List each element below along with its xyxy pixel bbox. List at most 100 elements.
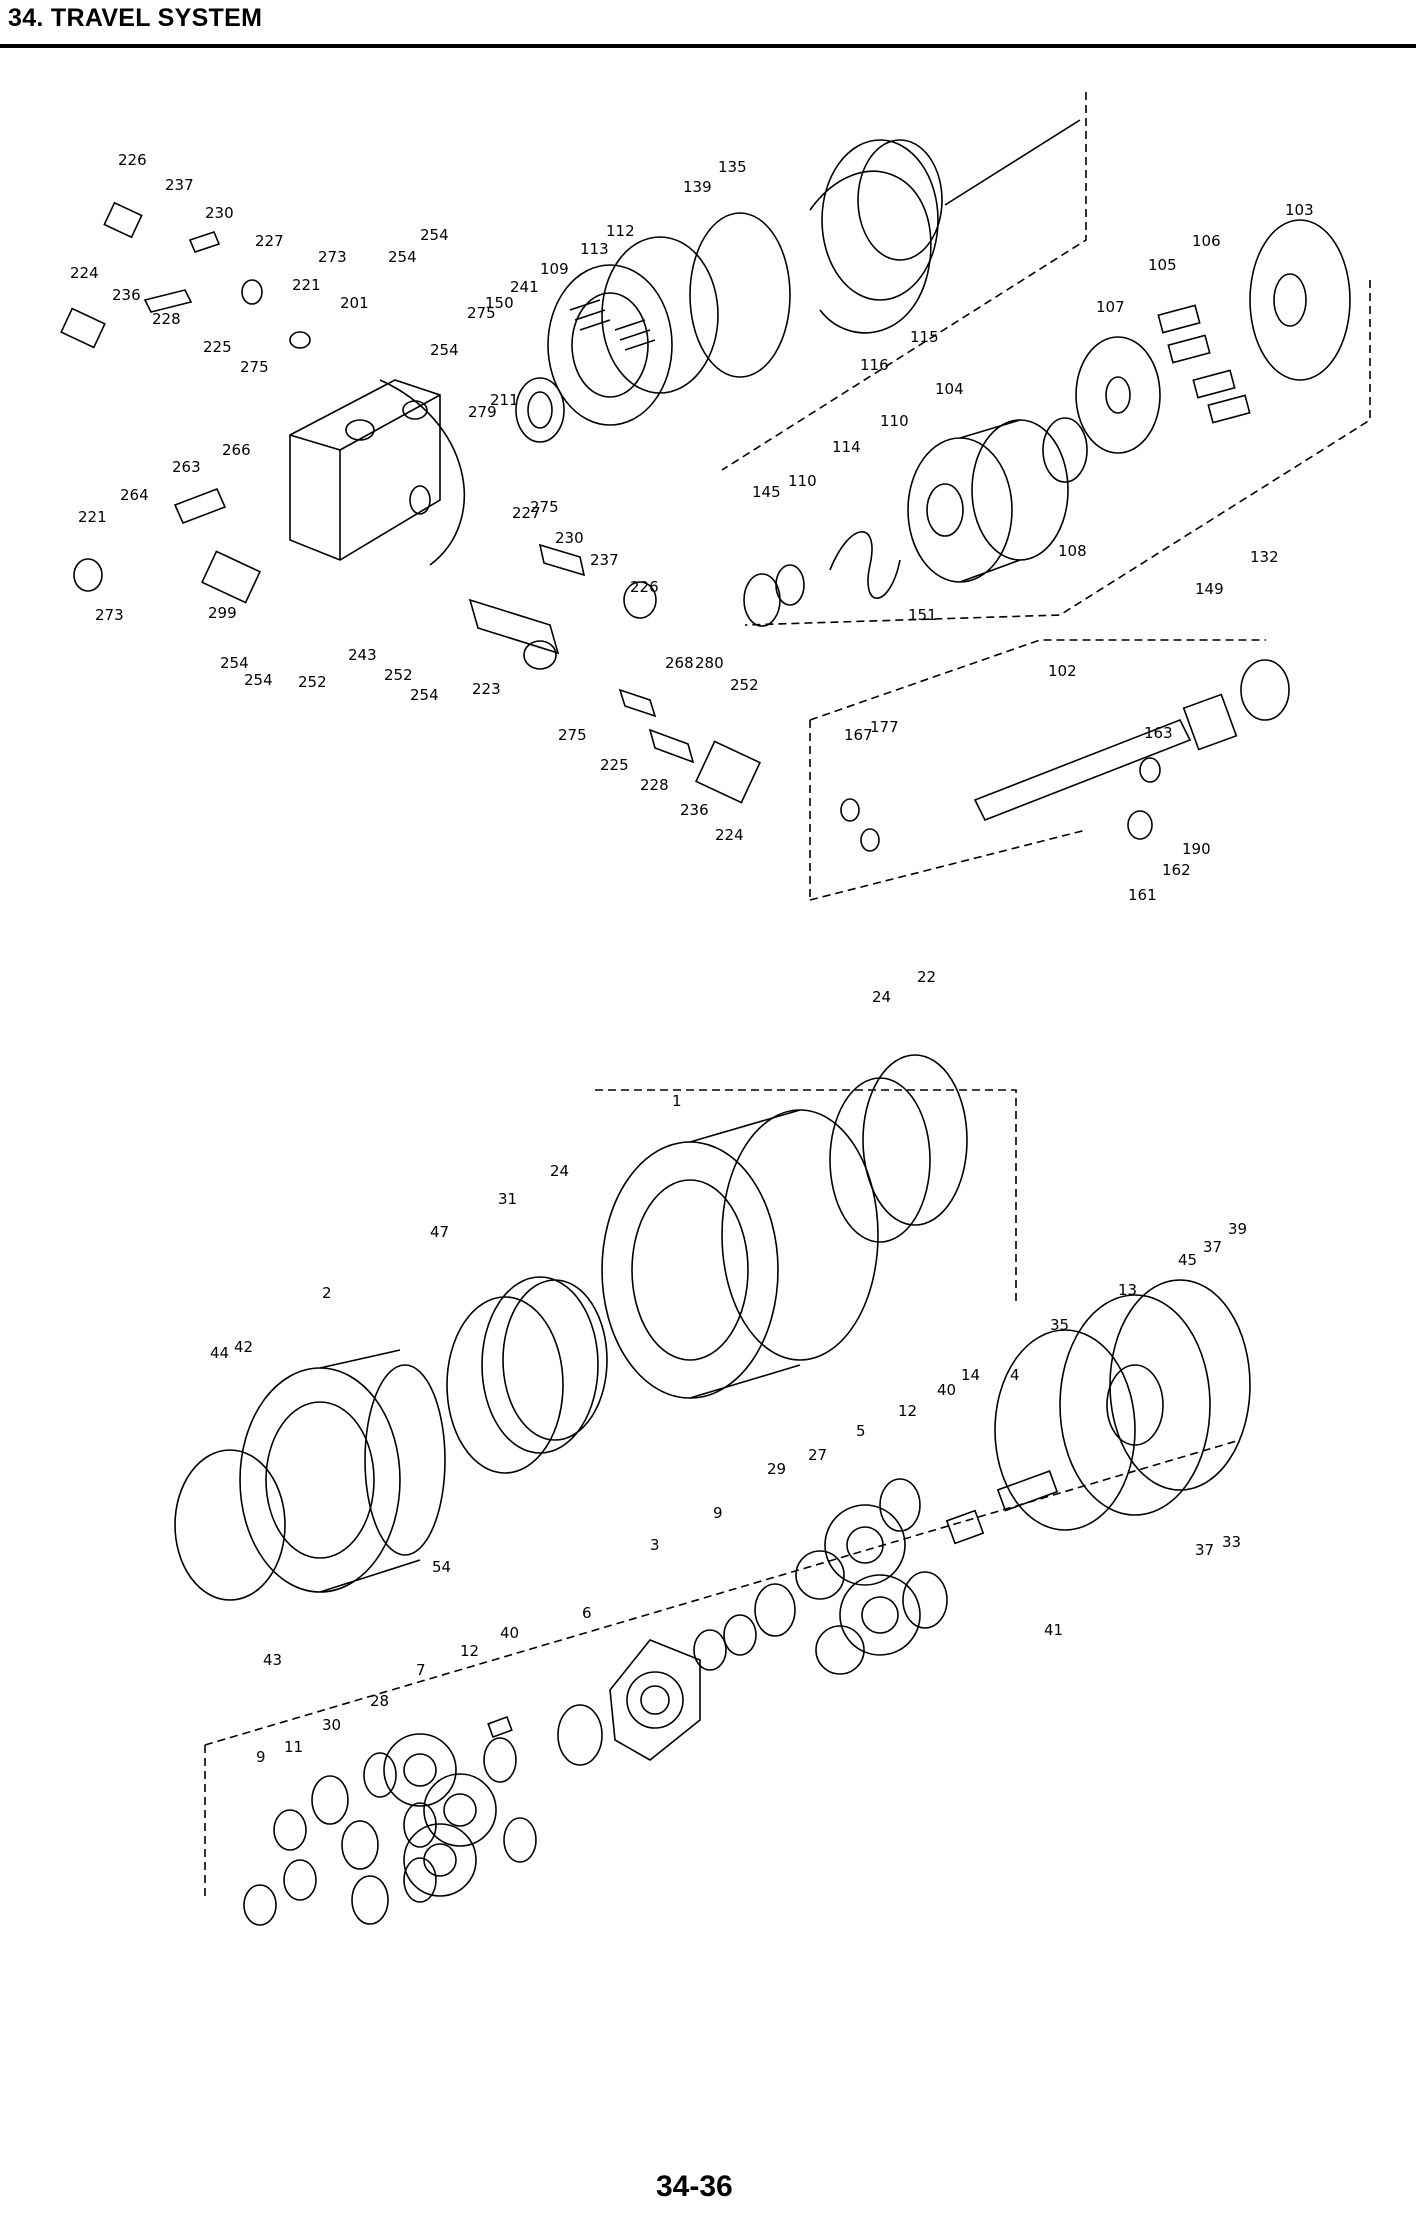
part-callout-33: 33 (1222, 1533, 1241, 1551)
part-callout-254: 254 (430, 341, 459, 359)
part-callout-241: 241 (510, 278, 539, 296)
part-callout-275: 275 (240, 358, 269, 376)
part-callout-237: 237 (590, 551, 619, 569)
part-callout-47: 47 (430, 1223, 449, 1241)
part-callout-264: 264 (120, 486, 149, 504)
part-callout-266: 266 (222, 441, 251, 459)
part-callout-109: 109 (540, 260, 569, 278)
part-callout-39: 39 (1228, 1220, 1247, 1238)
part-callout-145: 145 (752, 483, 781, 501)
part-callout-37: 37 (1203, 1238, 1222, 1256)
part-callout-273: 273 (95, 606, 124, 624)
part-callout-201: 201 (340, 294, 369, 312)
part-callout-230: 230 (555, 529, 584, 547)
part-callout-110: 110 (880, 412, 909, 430)
part-callout-132: 132 (1250, 548, 1279, 566)
part-callout-113: 113 (580, 240, 609, 258)
part-callout-150: 150 (485, 294, 514, 312)
part-callout-177: 177 (870, 718, 899, 736)
part-callout-27: 27 (808, 1446, 827, 1464)
part-callout-252: 252 (384, 666, 413, 684)
part-callout-105: 105 (1148, 256, 1177, 274)
page-number: 34-36 (656, 2170, 733, 2203)
part-callout-167: 167 (844, 726, 873, 744)
part-callout-226: 226 (118, 151, 147, 169)
part-callout-190: 190 (1182, 840, 1211, 858)
part-callout-24: 24 (550, 1162, 569, 1180)
part-callout-254: 254 (420, 226, 449, 244)
part-callout-230: 230 (205, 204, 234, 222)
part-callout-40: 40 (500, 1624, 519, 1642)
part-callout-31: 31 (498, 1190, 517, 1208)
part-callout-37: 37 (1195, 1541, 1214, 1559)
part-callout-236: 236 (680, 801, 709, 819)
part-callout-11: 11 (284, 1738, 303, 1756)
part-callout-279: 279 (468, 403, 497, 421)
part-callout-275: 275 (530, 498, 559, 516)
part-callout-263: 263 (172, 458, 201, 476)
part-callout-14: 14 (961, 1366, 980, 1384)
part-callout-29: 29 (767, 1460, 786, 1478)
part-callout-108: 108 (1058, 542, 1087, 560)
part-callout-221: 221 (292, 276, 321, 294)
part-callout-115: 115 (910, 328, 939, 346)
part-callout-116: 116 (860, 356, 889, 374)
part-callout-252: 252 (730, 676, 759, 694)
part-callout-275: 275 (558, 726, 587, 744)
part-callout-42: 42 (234, 1338, 253, 1356)
part-callout-110: 110 (788, 472, 817, 490)
part-callout-226: 226 (630, 578, 659, 596)
part-callout-6: 6 (582, 1604, 592, 1622)
part-callout-30: 30 (322, 1716, 341, 1734)
part-callout-211: 211 (490, 391, 519, 409)
part-callout-28: 28 (370, 1692, 389, 1710)
part-callout-3: 3 (650, 1536, 660, 1554)
part-callout-41: 41 (1044, 1621, 1063, 1639)
part-callout-13: 13 (1118, 1281, 1137, 1299)
part-callout-7: 7 (416, 1661, 426, 1679)
part-callout-102: 102 (1048, 662, 1077, 680)
part-callout-280: 280 (695, 654, 724, 672)
part-callout-45: 45 (1178, 1251, 1197, 1269)
part-callout-40: 40 (937, 1381, 956, 1399)
part-callout-12: 12 (898, 1402, 917, 1420)
reduction-gear-drawing (174, 1054, 1251, 1926)
part-callout-139: 139 (683, 178, 712, 196)
part-callout-103: 103 (1285, 201, 1314, 219)
part-callout-236: 236 (112, 286, 141, 304)
part-callout-5: 5 (856, 1422, 866, 1440)
part-callout-299: 299 (208, 604, 237, 622)
part-callout-225: 225 (600, 756, 629, 774)
part-callout-107: 107 (1096, 298, 1125, 316)
part-callout-254: 254 (244, 671, 273, 689)
part-callout-163: 163 (1144, 724, 1173, 742)
part-callout-252: 252 (298, 673, 327, 691)
part-callout-273: 273 (318, 248, 347, 266)
part-callout-223: 223 (472, 680, 501, 698)
part-callout-43: 43 (263, 1651, 282, 1669)
part-callout-24: 24 (872, 988, 891, 1006)
part-callout-254: 254 (410, 686, 439, 704)
part-callout-114: 114 (832, 438, 861, 456)
part-callout-22: 22 (917, 968, 936, 986)
part-callout-161: 161 (1128, 886, 1157, 904)
part-callout-228: 228 (640, 776, 669, 794)
header-rule (0, 44, 1416, 48)
part-callout-35: 35 (1050, 1316, 1069, 1334)
part-callout-135: 135 (718, 158, 747, 176)
part-callout-106: 106 (1192, 232, 1221, 250)
part-callout-237: 237 (165, 176, 194, 194)
part-callout-12: 12 (460, 1642, 479, 1660)
part-callout-224: 224 (715, 826, 744, 844)
part-callout-2: 2 (322, 1284, 332, 1302)
part-callout-254: 254 (220, 654, 249, 672)
part-callout-225: 225 (203, 338, 232, 356)
part-callout-4: 4 (1010, 1366, 1020, 1384)
part-callout-162: 162 (1162, 861, 1191, 879)
part-callout-254: 254 (388, 248, 417, 266)
part-callout-9: 9 (256, 1748, 266, 1766)
part-callout-54: 54 (432, 1558, 451, 1576)
